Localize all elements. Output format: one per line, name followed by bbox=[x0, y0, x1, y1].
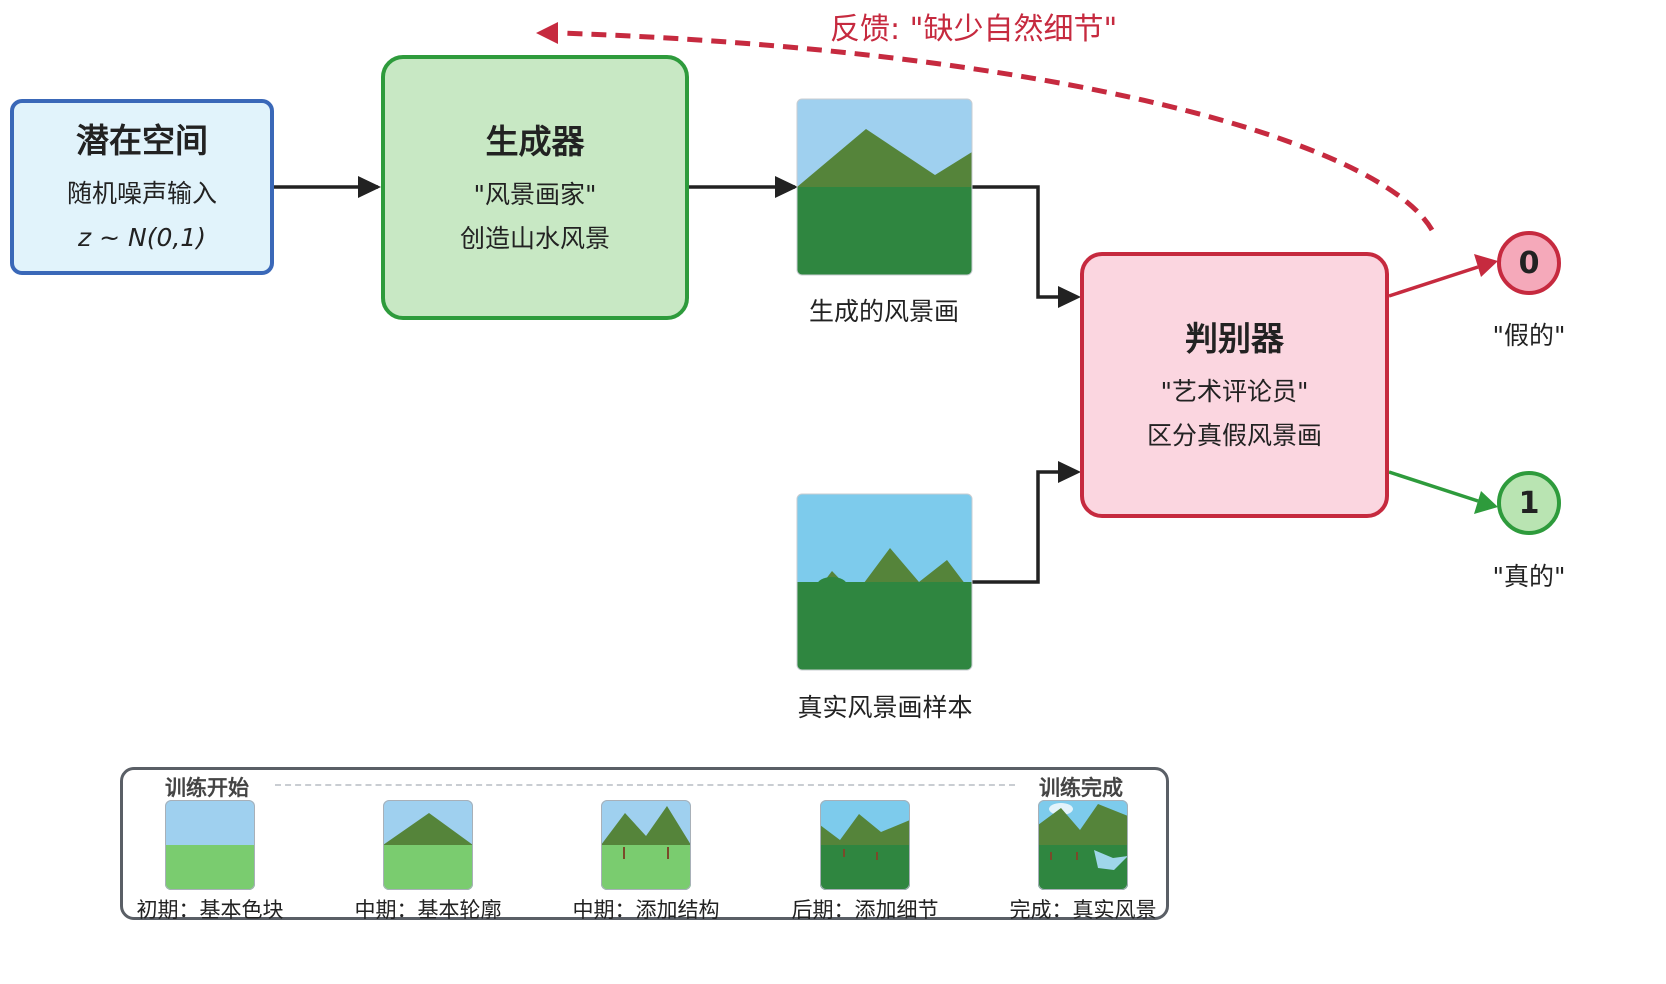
generated-image-caption: 生成的风景画 bbox=[808, 297, 959, 326]
latent-space-title: 潜在空间 bbox=[76, 121, 208, 160]
arrow-real-to-discriminator bbox=[972, 470, 1062, 584]
stage-2-thumbnail bbox=[383, 800, 473, 890]
output-fake-value: 0 bbox=[1518, 245, 1540, 281]
discriminator-nickname: "艺术评论员" bbox=[1160, 377, 1309, 406]
arrowhead-real-to-discriminator bbox=[1058, 461, 1081, 483]
arrowhead-generator-to-image bbox=[775, 176, 798, 198]
legend-stage-5: 完成：真实风景 bbox=[983, 800, 1183, 924]
arrowhead-to-real bbox=[1474, 491, 1498, 514]
feedback-label: 反馈: "缺少自然细节" bbox=[830, 12, 1118, 47]
stage-1-thumbnail bbox=[165, 800, 255, 890]
feedback-arrowhead bbox=[536, 22, 558, 44]
training-progress-legend: 训练开始 训练完成 初期：基本色块 中期：基本轮廓 bbox=[120, 767, 1169, 922]
generator-desc: 创造山水风景 bbox=[459, 223, 610, 253]
legend-end-label: 训练完成 bbox=[1039, 776, 1123, 800]
arrowhead-to-fake bbox=[1474, 254, 1498, 277]
feedback-dashed-arrow bbox=[559, 30, 1435, 232]
mountain-shape bbox=[797, 129, 972, 187]
grass-shape bbox=[797, 187, 972, 275]
legend-start-label: 训练开始 bbox=[165, 776, 249, 800]
arrowhead-generated-to-discriminator bbox=[1058, 286, 1081, 308]
latent-space-formula: z ~ N(0,1) bbox=[78, 223, 206, 252]
arrow-generated-to-discriminator bbox=[972, 185, 1062, 299]
legend-stage-3: 中期：添加结构 bbox=[546, 800, 746, 924]
discriminator-desc: 区分真假风景画 bbox=[1146, 421, 1322, 450]
arrow-to-real bbox=[1388, 470, 1479, 503]
real-landscape-image bbox=[796, 493, 973, 671]
stage-3-label: 中期：添加结构 bbox=[572, 898, 720, 922]
stage-4-label: 后期：添加细节 bbox=[791, 898, 939, 922]
real-image-caption: 真实风景画样本 bbox=[797, 693, 973, 722]
generator-title: 生成器 bbox=[485, 121, 585, 161]
stage-3-thumbnail bbox=[601, 800, 691, 890]
discriminator-title: 判别器 bbox=[1185, 319, 1284, 358]
discriminator-box: 判别器 "艺术评论员" 区分真假风景画 bbox=[1080, 252, 1389, 518]
legend-progress-dashline bbox=[275, 784, 1015, 786]
generator-box: 生成器 "风景画家" 创造山水风景 bbox=[381, 55, 689, 320]
stage-5-label: 完成：真实风景 bbox=[1009, 898, 1157, 922]
output-fake-label: "假的" bbox=[1492, 321, 1566, 350]
bush-shape bbox=[817, 577, 847, 593]
stage-1-label: 初期：基本色块 bbox=[136, 898, 284, 922]
legend-stage-1: 初期：基本色块 bbox=[110, 800, 310, 924]
stage-2-label: 中期：基本轮廓 bbox=[354, 898, 502, 922]
output-real-node: 1 bbox=[1497, 471, 1561, 535]
stage-4-thumbnail bbox=[820, 800, 910, 890]
arrow-to-fake bbox=[1388, 265, 1479, 298]
legend-stage-4: 后期：添加细节 bbox=[765, 800, 965, 924]
output-real-value: 1 bbox=[1518, 485, 1540, 521]
legend-stage-2: 中期：基本轮廓 bbox=[328, 800, 528, 924]
latent-space-box: 潜在空间 随机噪声输入 z ~ N(0,1) bbox=[10, 99, 274, 275]
latent-space-desc: 随机噪声输入 bbox=[66, 179, 217, 208]
output-fake-node: 0 bbox=[1497, 231, 1561, 295]
generator-nickname: "风景画家" bbox=[473, 179, 597, 209]
stage-5-thumbnail bbox=[1038, 800, 1128, 890]
arrowhead-latent-to-generator bbox=[358, 176, 381, 198]
generated-landscape-image bbox=[796, 98, 973, 276]
output-real-label: "真的" bbox=[1492, 562, 1566, 591]
